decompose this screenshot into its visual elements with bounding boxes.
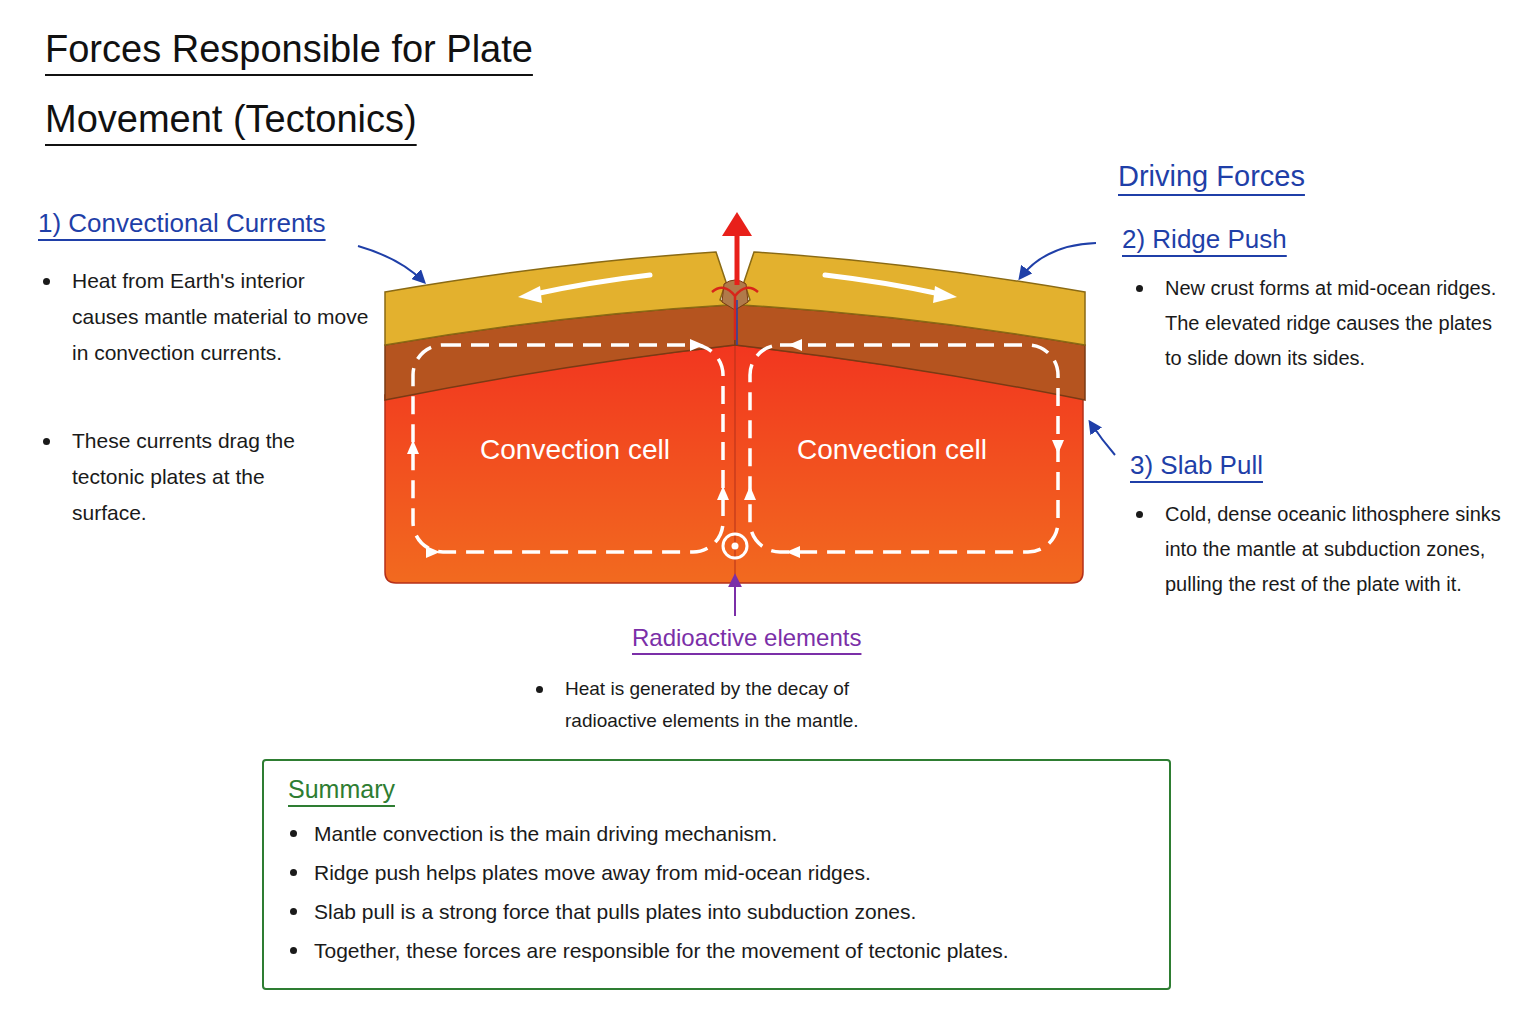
bullet-dot bbox=[290, 947, 297, 954]
right-plate bbox=[735, 252, 1085, 400]
cell-label: Convection cell bbox=[797, 431, 987, 469]
summary-bullet: Together, these forces are responsible f… bbox=[288, 931, 1145, 970]
section-heading: 3) Slab Pull bbox=[1130, 450, 1263, 481]
bullet-text: These currents drag the tectonic plates … bbox=[72, 423, 312, 531]
convection-arrowheads bbox=[407, 339, 1064, 558]
summary-text: Slab pull is a strong force that pulls p… bbox=[314, 900, 916, 923]
convection-cell: Convection cell bbox=[797, 405, 987, 495]
summary-text: Mantle convection is the main driving me… bbox=[314, 822, 777, 845]
ridge-axis bbox=[736, 300, 738, 345]
upwelling-arrowhead bbox=[722, 212, 752, 236]
leader-arrow bbox=[734, 576, 736, 616]
bullet-text: New crust forms at mid-ocean ridges. The… bbox=[1165, 271, 1510, 376]
bullet-dot bbox=[43, 278, 50, 285]
summary-bullet: Slab pull is a strong force that pulls p… bbox=[288, 892, 1145, 931]
section-heading: 2) Ridge Push bbox=[1122, 224, 1287, 255]
bullet-dot bbox=[290, 908, 297, 915]
leader-arrow bbox=[1090, 422, 1115, 455]
heat-source-symbol bbox=[723, 534, 747, 558]
bullet-dot bbox=[290, 869, 297, 876]
bullet-text: Heat from Earth's interior causes mantle… bbox=[72, 263, 372, 371]
summary-text: Together, these forces are responsible f… bbox=[314, 939, 1009, 962]
cell-label: Convection cell bbox=[480, 431, 670, 469]
leader-arrow bbox=[1020, 243, 1096, 278]
summary-box: SummaryMantle convection is the main dri… bbox=[262, 759, 1171, 990]
heat-source-dot bbox=[732, 543, 739, 550]
plate-motion-arrows bbox=[518, 275, 957, 303]
bullet-dot bbox=[536, 686, 543, 693]
diagram-title: Forces Responsible for Plate Movement (T… bbox=[45, 14, 545, 154]
summary-text: Ridge push helps plates move away from m… bbox=[314, 861, 871, 884]
summary-bullet: Mantle convection is the main driving me… bbox=[288, 814, 1145, 853]
convection-cell: Convection cell bbox=[480, 405, 670, 495]
section-heading: 1) Convectional Currents bbox=[38, 208, 326, 239]
bullet-dot bbox=[43, 438, 50, 445]
convection-loops bbox=[413, 345, 1058, 552]
summary-bullet: Ridge push helps plates move away from m… bbox=[288, 853, 1145, 892]
bullet-text: Cold, dense oceanic lithosphere sinks in… bbox=[1165, 497, 1510, 602]
left-plate bbox=[385, 252, 735, 400]
bullet-dot bbox=[1136, 285, 1143, 292]
summary-heading: Summary bbox=[288, 775, 1145, 804]
magma-rise bbox=[712, 288, 758, 340]
bullet-dot bbox=[1136, 511, 1143, 518]
bullet-dot bbox=[290, 830, 297, 837]
bullet-text: Heat is generated by the decay of radioa… bbox=[565, 673, 945, 737]
leader-arrow bbox=[358, 246, 424, 282]
section-heading: Driving Forces bbox=[1118, 160, 1305, 193]
section-heading: Radioactive elements bbox=[632, 624, 861, 652]
upwelling-arrow bbox=[735, 232, 740, 285]
